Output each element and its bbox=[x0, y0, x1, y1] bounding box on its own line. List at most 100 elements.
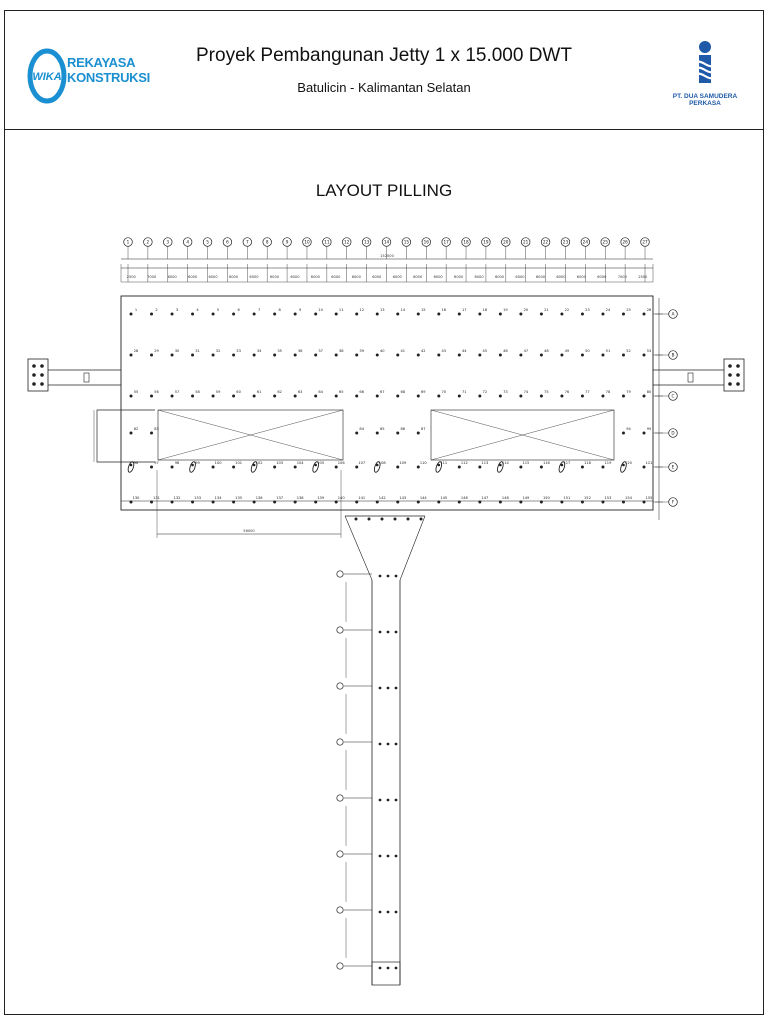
trestle-head-pile bbox=[406, 517, 410, 521]
grid-label-col: 26 bbox=[622, 240, 628, 245]
pile-number: 75 bbox=[544, 390, 549, 394]
raked-pile-head bbox=[499, 463, 502, 467]
trestle-transition-left bbox=[344, 515, 373, 581]
raked-pile bbox=[373, 461, 381, 473]
pile-marker bbox=[642, 312, 646, 316]
pile-number: 28 bbox=[134, 349, 139, 353]
grid-label-row: E bbox=[672, 465, 675, 470]
grid-label-col: 6 bbox=[226, 240, 229, 245]
pile-marker bbox=[437, 500, 441, 504]
dolphin-pile bbox=[32, 382, 36, 386]
pile-marker bbox=[437, 394, 441, 398]
pile-number: 144 bbox=[420, 496, 428, 500]
grid-bubble-col bbox=[302, 237, 312, 247]
pile-marker bbox=[621, 394, 625, 398]
pile-marker bbox=[375, 431, 379, 435]
pile-number: 35 bbox=[277, 349, 282, 353]
drawing-sheet: WIKA REKAYASA KONSTRUKSI Proyek Pembangu… bbox=[4, 10, 764, 1015]
pile-marker bbox=[478, 312, 482, 316]
deck-opening-diagonal bbox=[157, 409, 344, 461]
pile-marker bbox=[498, 312, 502, 316]
trestle-bent-bubble bbox=[336, 794, 344, 802]
pile-number: 154 bbox=[625, 496, 633, 500]
pile-number: 97 bbox=[154, 461, 159, 465]
trestle-pile bbox=[378, 686, 382, 690]
trestle-pile bbox=[378, 910, 382, 914]
grid-bubble-col bbox=[342, 237, 352, 247]
trestle-pile bbox=[394, 910, 398, 914]
pile-number: 37 bbox=[318, 349, 323, 353]
pile-number: 53 bbox=[647, 349, 652, 353]
pile-number: 41 bbox=[400, 349, 405, 353]
pile-marker bbox=[191, 353, 195, 357]
grid-bubble-row bbox=[668, 391, 678, 401]
project-location: Batulicin - Kalimantan Selatan bbox=[297, 80, 471, 95]
pile-marker bbox=[396, 312, 400, 316]
pile-number: 52 bbox=[626, 349, 631, 353]
deck-opening bbox=[157, 409, 344, 461]
pile-marker bbox=[457, 394, 461, 398]
pile-number: 45 bbox=[483, 349, 488, 353]
pile-number: 63 bbox=[298, 390, 303, 394]
pile-number: 100 bbox=[215, 461, 223, 465]
pile-number: 137 bbox=[276, 496, 283, 500]
pile-marker bbox=[375, 394, 379, 398]
dolphin-pile bbox=[40, 373, 44, 377]
pile-marker bbox=[642, 353, 646, 357]
grid-bubble-row bbox=[668, 428, 678, 438]
pile-marker bbox=[170, 500, 174, 504]
pile-number: 149 bbox=[522, 496, 530, 500]
pile-marker bbox=[580, 353, 584, 357]
pile-marker bbox=[642, 431, 646, 435]
trestle-dimension-label: 56000 bbox=[243, 529, 255, 533]
pile-marker bbox=[396, 353, 400, 357]
pile-marker bbox=[519, 394, 523, 398]
pile-number: 71 bbox=[462, 390, 467, 394]
pile-number: 99 bbox=[195, 461, 200, 465]
dsp-logo: PT. DUA SAMUDERA PERKASA bbox=[667, 38, 743, 109]
pile-marker bbox=[539, 500, 543, 504]
grid-label-row: C bbox=[672, 394, 675, 399]
pile-marker bbox=[334, 394, 338, 398]
grid-label-col: 5 bbox=[206, 240, 209, 245]
grid-label-col: 10 bbox=[304, 240, 310, 245]
pile-number: 20 bbox=[524, 308, 529, 312]
pile-number: 95 bbox=[647, 427, 652, 431]
pile-marker bbox=[334, 312, 338, 316]
pile-number: 64 bbox=[318, 390, 323, 394]
pile-number: 65 bbox=[339, 390, 344, 394]
trestle-pile bbox=[378, 798, 382, 802]
pile-number: 74 bbox=[524, 390, 529, 394]
pile-number: 140 bbox=[338, 496, 346, 500]
pile-marker bbox=[416, 431, 420, 435]
pile-number: 119 bbox=[605, 461, 613, 465]
pile-marker bbox=[601, 312, 605, 316]
grid-bubble-row bbox=[668, 497, 678, 507]
wika-brand: REKAYASA KONSTRUKSI bbox=[67, 55, 150, 85]
dolphin-pile bbox=[736, 373, 740, 377]
pile-marker bbox=[314, 312, 318, 316]
wika-brand-line1: REKAYASA bbox=[67, 55, 136, 70]
pile-number: 78 bbox=[606, 390, 611, 394]
pile-number: 10 bbox=[318, 308, 323, 312]
pile-number: 145 bbox=[440, 496, 447, 500]
pile-marker bbox=[457, 353, 461, 357]
main-deck-outline bbox=[120, 295, 654, 511]
pile-marker bbox=[457, 500, 461, 504]
grid-label-row: F bbox=[672, 500, 675, 505]
pile-marker bbox=[334, 465, 338, 469]
pile-marker bbox=[519, 353, 523, 357]
pile-marker bbox=[539, 465, 543, 469]
spacing-dimension-label: 6000 bbox=[515, 275, 525, 279]
dolphin-pile bbox=[32, 364, 36, 368]
catwalk-support bbox=[687, 372, 694, 383]
pile-marker bbox=[355, 353, 359, 357]
pile-number: 24 bbox=[606, 308, 611, 312]
raked-pile-head bbox=[375, 463, 379, 467]
trestle-pile bbox=[386, 910, 390, 914]
pile-number: 38 bbox=[339, 349, 344, 353]
grid-label-col: 8 bbox=[266, 240, 269, 245]
pile-number: 3 bbox=[176, 308, 178, 312]
pile-marker bbox=[334, 500, 338, 504]
grid-label-col: 16 bbox=[424, 240, 430, 245]
